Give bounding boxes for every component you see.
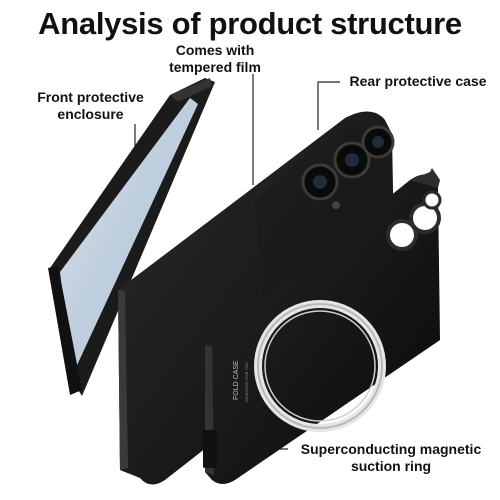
magnetic-ring-label: Superconducting magnetic suction ring (286, 441, 496, 475)
magnetic-ring-label-line2: suction ring (350, 458, 432, 474)
tempered-film-label-line1: Comes with (175, 42, 255, 58)
front-enclosure-label: Front protective enclosure (18, 89, 163, 123)
case-print-line1: FOLD CASE (233, 360, 240, 400)
tempered-film-label-line2: tempered film (169, 59, 261, 75)
front-enclosure-frame (48, 78, 215, 396)
rear-case-camera-cutouts (386, 190, 442, 251)
magnetic-ring-label-line1: Superconducting magnetic (300, 441, 482, 457)
rear-case-label: Rear protective case (349, 73, 487, 89)
phone-camera-module (301, 125, 395, 209)
magnetic-suction-ring (254, 300, 386, 432)
front-enclosure-label-line2: enclosure (57, 106, 124, 122)
tempered-film-glass (60, 98, 198, 376)
front-enclosure-label-line1: Front protective (37, 89, 144, 105)
tempered-film-label: Comes with tempered film (160, 42, 270, 76)
rear-protective-case: FOLD CASE DESIGNED FOR YOU (203, 168, 442, 484)
page-title: Analysis of product structure (38, 6, 462, 41)
case-print-line2: DESIGNED FOR YOU (244, 362, 249, 402)
hinge-clip (203, 430, 217, 468)
rear-leader-line (317, 81, 340, 130)
